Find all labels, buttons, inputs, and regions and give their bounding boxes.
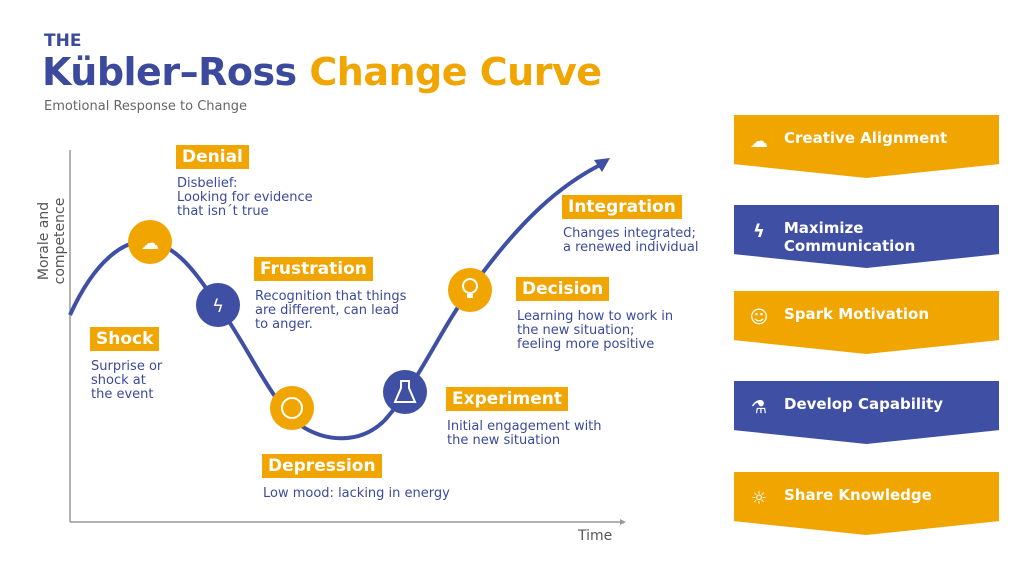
head-cloud-icon: ☺ xyxy=(749,306,769,328)
svg-text:☁: ☁ xyxy=(141,233,159,254)
decision-marker xyxy=(448,268,492,312)
subtitle: Emotional Response to Change xyxy=(44,99,247,114)
stage-desc-depression: Low mood: lacking in energy xyxy=(263,486,450,501)
frustration-marker: ϟ xyxy=(196,283,240,327)
page-title: Kübler–Ross Change Curve xyxy=(42,50,602,94)
curve-arrowhead xyxy=(594,158,610,172)
experiment-marker xyxy=(383,370,427,414)
head-lightning-icon: ϟ xyxy=(753,220,765,242)
y-axis-label: Morale and competence xyxy=(36,197,68,285)
brain-orbit-icon: ☁ xyxy=(750,130,768,152)
title-part-2: Change Curve xyxy=(309,50,602,94)
x-axis-arrow xyxy=(620,519,626,525)
stage-label-experiment: Experiment xyxy=(446,387,568,411)
svg-text:ϟ: ϟ xyxy=(212,296,224,317)
stage-label-shock: Shock xyxy=(90,327,160,351)
stage-label-integration: Integration xyxy=(562,195,682,219)
depression-marker xyxy=(270,386,314,430)
x-axis-label: Time xyxy=(578,528,613,544)
banner-creative-alignment: ☁Creative Alignment xyxy=(734,115,999,178)
stage-label-denial: Denial xyxy=(176,145,249,169)
title-part-1: Kübler–Ross xyxy=(42,50,297,94)
stage-label-depression: Depression xyxy=(262,454,382,478)
denial-marker: ☁ xyxy=(128,220,172,264)
title-prefix: THE xyxy=(44,31,82,51)
stage-label-decision: Decision xyxy=(516,277,610,301)
stage-desc-integration: Changes integrated;a renewed individual xyxy=(563,226,699,255)
flask-icon: ⚗ xyxy=(750,396,768,418)
stage-label-frustration: Frustration xyxy=(254,257,373,281)
banner-spark-motivation: ☺Spark Motivation xyxy=(734,291,999,354)
banner-share-knowledge: ☼Share Knowledge xyxy=(734,472,999,535)
lightbulb-icon: ☼ xyxy=(750,487,768,509)
banner-develop-capability: ⚗Develop Capability xyxy=(734,381,999,444)
